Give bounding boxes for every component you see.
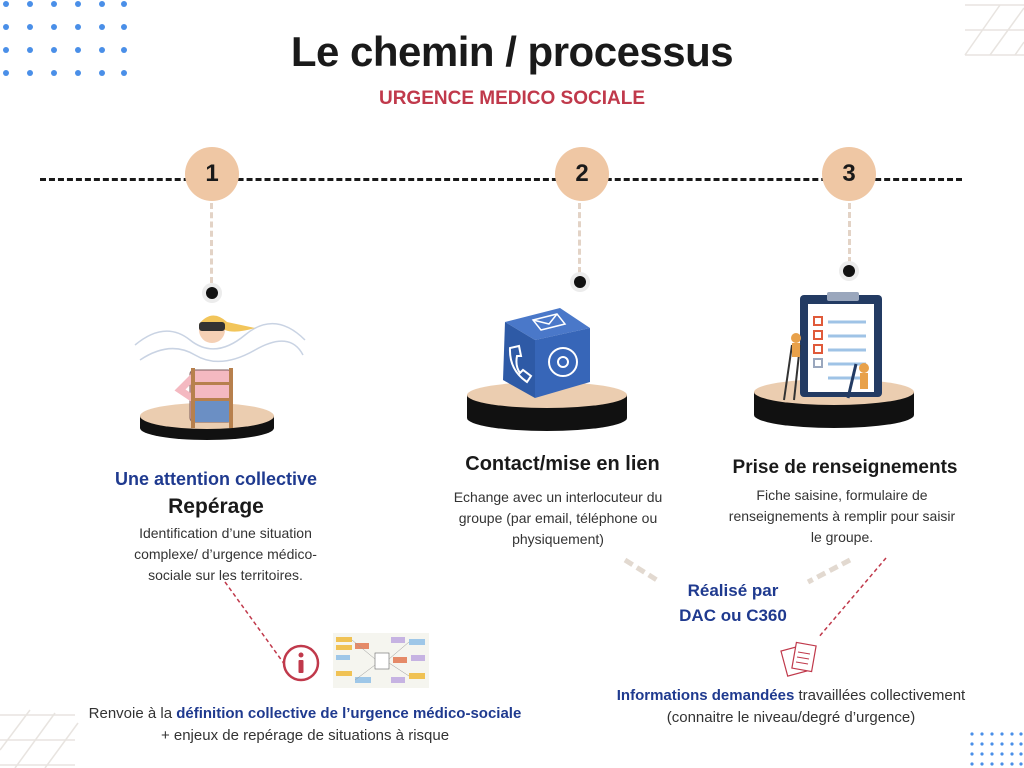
at-icon: [548, 347, 578, 377]
step-2-number: 2: [555, 147, 609, 201]
decorative-dots-bottom-right: [970, 732, 1023, 766]
decorative-hatch-bottom-left: [0, 709, 79, 768]
info-icon: [282, 644, 320, 682]
realise-par-line1: Réalisé par: [687, 581, 779, 600]
page-title: Le chemin / processus: [290, 28, 734, 75]
step-1-title: Repérage: [168, 495, 264, 518]
step-2-description: Echange avec un interlocuteur du groupe …: [453, 489, 663, 547]
step-3-dot: [843, 265, 855, 277]
step-2-connector: [578, 203, 581, 273]
step-3-title: Prise de renseignements: [732, 457, 958, 478]
note-right-bold: Informations demandées: [616, 687, 795, 704]
page-subtitle: URGENCE MEDICO SOCIALE: [378, 88, 646, 109]
note-left: Renvoie à la définition collective de l’…: [85, 703, 525, 747]
note-left-bold: définition collective de l’urgence médic…: [176, 705, 522, 722]
documents-icon: [780, 641, 817, 677]
step-1-number: 1: [185, 147, 239, 201]
decorative-dots-top-left: [3, 1, 127, 76]
clipboard-icon: [754, 292, 914, 428]
step-1-connector: [210, 203, 213, 283]
step-1-dot: [206, 287, 218, 299]
decorative-hatch-top-right: [964, 4, 1024, 56]
step-2-dot: [574, 276, 586, 288]
binoculars-person-illustration: [134, 315, 306, 440]
step-2-title: Contact/mise en lien: [465, 453, 660, 475]
note-right-suffix: travaillées collectivement (connaitre le…: [666, 687, 966, 726]
timeline-line: [40, 178, 962, 181]
realise-par-line2: DAC ou C360: [679, 606, 787, 625]
step-3-connector: [848, 203, 851, 263]
note-left-prefix: Renvoie à la: [88, 705, 177, 722]
step-1-description: Identification d’une situation complexe/…: [134, 525, 317, 583]
note-left-suffix: + enjeux de repérage de situations à ris…: [160, 727, 450, 744]
contact-cube-illustration: [467, 308, 627, 431]
phone-icon: [508, 344, 533, 384]
step-1-kicker: Une attention collective: [114, 469, 318, 489]
email-icon: [531, 313, 567, 331]
step-3-number: 3: [822, 147, 876, 201]
step-3-description: Fiche saisine, formulaire de renseigneme…: [728, 487, 956, 545]
mindmap-thumbnail: [333, 633, 429, 688]
note-right: Informations demandées travaillées colle…: [588, 685, 994, 729]
